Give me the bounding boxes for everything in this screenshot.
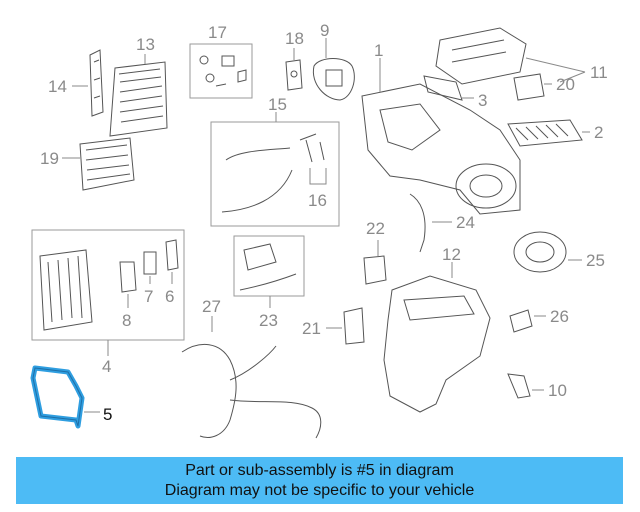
callout-4: 4 [102,357,111,376]
part-9[interactable] [312,38,355,101]
part-10-sensor[interactable] [507,373,544,399]
callout-10: 10 [548,381,567,400]
callout-24: 24 [456,213,475,232]
callout-8: 8 [122,311,131,330]
part-6[interactable] [165,239,179,284]
part-5-seal[interactable] [30,365,100,429]
part-16-valves[interactable] [305,139,327,185]
callout-16: 16 [308,191,327,210]
callout-9: 9 [320,21,329,40]
callout-23: 23 [259,311,278,330]
part-20-actuator[interactable] [513,73,552,101]
part-12-lower-housing[interactable] [383,262,491,413]
part-22-sensor[interactable] [363,240,387,285]
part-4-box [31,229,185,341]
callout-15: 15 [268,95,287,114]
callout-2: 2 [594,123,603,142]
part-4-assembly[interactable] [39,249,109,356]
part-23-box [233,235,305,297]
part-3-actuator[interactable] [423,75,474,101]
callout-3: 3 [478,91,487,110]
part-7[interactable] [143,251,157,284]
callout-6: 6 [165,287,174,306]
callout-22: 22 [366,219,385,238]
callout-27: 27 [202,297,221,316]
callout-18: 18 [285,29,304,48]
info-banner: Part or sub-assembly is #5 in diagram Di… [16,457,623,504]
part-26[interactable] [509,309,546,333]
callout-7: 7 [144,287,153,306]
part-11-duct-assembly[interactable] [435,27,586,85]
callout-13: 13 [136,35,155,54]
banner-line-2: Diagram may not be specific to your vehi… [164,482,475,499]
callout-11: 11 [590,63,608,82]
callout-20: 20 [556,75,575,94]
part-15-hoses[interactable] [221,112,317,213]
part-19-heater-core[interactable] [62,137,135,191]
part-21-duct[interactable] [326,307,365,345]
part-23-lines[interactable] [239,243,297,308]
callout-26: 26 [550,307,569,326]
callout-21: 21 [302,319,321,338]
callout-19: 19 [40,149,59,168]
part-2-cabin-filter[interactable] [507,119,590,147]
part-17-box [189,43,253,99]
part-1-hvac-housing[interactable] [361,58,521,215]
part-27-wiring-harness[interactable] [181,316,322,439]
part-14-bracket[interactable] [72,49,104,117]
part-13-evaporator[interactable] [109,54,168,137]
part-18[interactable] [285,48,303,91]
part-24-pipe[interactable] [409,193,452,253]
part-8[interactable] [119,261,137,308]
part-17-hardware[interactable] [199,55,247,87]
callout-1: 1 [374,41,383,60]
banner-line-1: Part or sub-assembly is #5 in diagram [185,462,454,479]
callout-12: 12 [442,245,461,264]
callout-25: 25 [586,251,605,270]
callout-5: 5 [103,405,112,424]
part-25-blower-motor[interactable] [513,231,582,273]
callout-17: 17 [208,23,227,42]
part-15-box [210,121,340,227]
callout-14: 14 [48,77,67,96]
